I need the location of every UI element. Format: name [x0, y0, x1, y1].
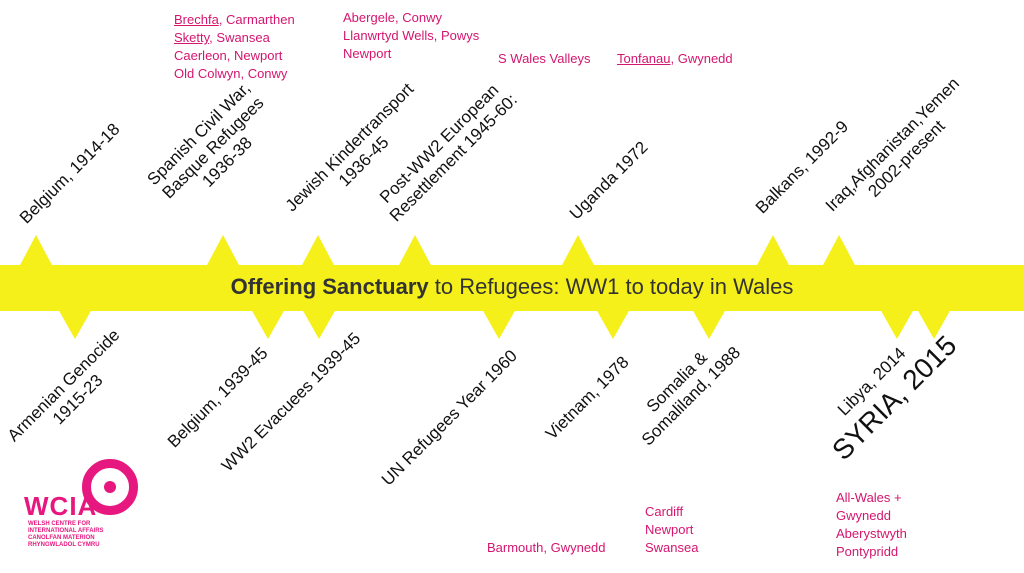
place-brechfa-rest: , Carmarthen	[218, 12, 295, 27]
places-uganda: Tonfanau, Gwynedd	[617, 50, 733, 68]
pointer-vietnam	[596, 309, 630, 339]
event-label: Somalia & Somaliland, 1988	[637, 342, 745, 450]
title-bold: Offering Sanctuary	[230, 274, 429, 299]
places-spanish: Brechfa, Carmarthen Sketty, Swansea Caer…	[174, 11, 295, 83]
pointer-balkans	[756, 235, 790, 267]
pointer-un-year	[482, 309, 516, 339]
pointer-armenian	[58, 309, 92, 339]
pointer-libya	[880, 309, 914, 339]
places-somalia: Cardiff Newport Swansea	[645, 504, 699, 555]
pointer-spanish-civil-war	[206, 235, 240, 267]
place-old-colwyn: Old Colwyn, Conwy	[174, 66, 288, 81]
pointer-iraq	[822, 235, 856, 267]
place-sketty-rest: , Swansea	[209, 30, 270, 45]
pointer-belgium-1914	[19, 235, 53, 267]
event-label: Iraq,Afghanistan,Yemen 2002-present	[821, 73, 964, 216]
logo-subtitle: WELSH CENTRE FOR INTERNATIONAL AFFAIRS C…	[28, 521, 104, 548]
pointer-belgium-1939	[251, 309, 285, 339]
event-label: Uganda 1972	[565, 137, 652, 224]
title-rest: to Refugees: WW1 to today in Wales	[428, 274, 794, 299]
event-label: Vietnam, 1978	[541, 352, 633, 444]
event-label: UN Refugees Year 1960	[377, 346, 521, 490]
timeline-title: Offering Sanctuary to Refugees: WW1 to t…	[0, 268, 1024, 306]
event-label: Armenian Genocide 1915-23	[3, 325, 124, 446]
wcia-logo: WCIA WELSH CENTRE FOR INTERNATIONAL AFFA…	[24, 455, 154, 565]
place-brechfa: Brechfa	[174, 12, 219, 27]
place-caerleon: Caerleon, Newport	[174, 48, 283, 63]
pointer-post-ww2	[398, 235, 432, 267]
event-label: Spanish Civil War, Basque Refugees 1936-…	[143, 78, 268, 203]
pointer-somalia	[692, 309, 726, 339]
pointer-kindertransport	[301, 235, 335, 267]
timeline-band	[0, 265, 1024, 311]
place-sketty: Sketty	[174, 30, 210, 45]
pointer-evacuees	[302, 309, 336, 339]
places-kindertransport: Abergele, Conwy Llanwrtyd Wells, Powys N…	[343, 10, 480, 61]
event-label: WW2 Evacuees 1939-45	[217, 328, 365, 476]
event-label: Belgium, 1914-18	[15, 119, 124, 228]
place-tonfanau-rest: , Gwynedd	[670, 51, 733, 66]
logo-wordmark: WCIA	[24, 491, 98, 521]
places-syria: All-Wales + Gwynedd Aberystwyth Pontypri…	[836, 490, 907, 559]
places-post-ww2: S Wales Valleys	[498, 51, 591, 66]
places-vietnam: Barmouth, Gwynedd	[487, 540, 606, 555]
logo-ring-icon	[82, 459, 138, 515]
pointer-syria	[917, 309, 951, 339]
pointer-uganda	[561, 235, 595, 267]
place-tonfanau: Tonfanau	[617, 51, 671, 66]
